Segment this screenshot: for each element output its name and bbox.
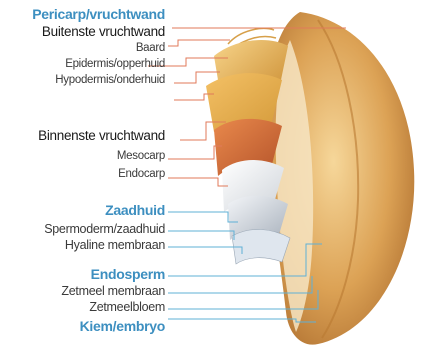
- leader-seed-coat: [168, 212, 238, 222]
- label-endocarp: Endocarp: [118, 168, 165, 180]
- label-inner-wall: Binnenste vruchtwand: [38, 128, 165, 143]
- label-outer-wall: Buitenste vruchtwand: [42, 24, 165, 39]
- leader-spermoderm: [168, 231, 234, 240]
- leader-epidermis: [174, 72, 220, 83]
- label-mesocarp: Mesocarp: [117, 150, 165, 162]
- label-hypodermis: Hypodermis/onderhuid: [55, 74, 165, 86]
- label-starch-flour: Zetmeelbloem: [89, 300, 165, 314]
- label-germ: Kiem/embryo: [80, 318, 165, 334]
- label-beard: Baard: [136, 42, 165, 54]
- label-seed-coat: Zaadhuid: [105, 202, 165, 218]
- label-spermoderm: Spermoderm/zaadhuid: [44, 222, 165, 236]
- leader-endocarp: [168, 178, 228, 186]
- label-pericarp: Pericarp/vruchtwand: [32, 6, 165, 22]
- leader-hyaline: [168, 247, 242, 254]
- label-epidermis: Epidermis/opperhuid: [65, 58, 165, 70]
- label-hyaline: Hyaline membraan: [65, 238, 165, 252]
- label-endosperm: Endosperm: [91, 266, 165, 282]
- leader-mesocarp: [168, 146, 222, 159]
- label-starch-membrane: Zetmeel membraan: [61, 284, 165, 298]
- leader-outer-wall: [168, 40, 230, 46]
